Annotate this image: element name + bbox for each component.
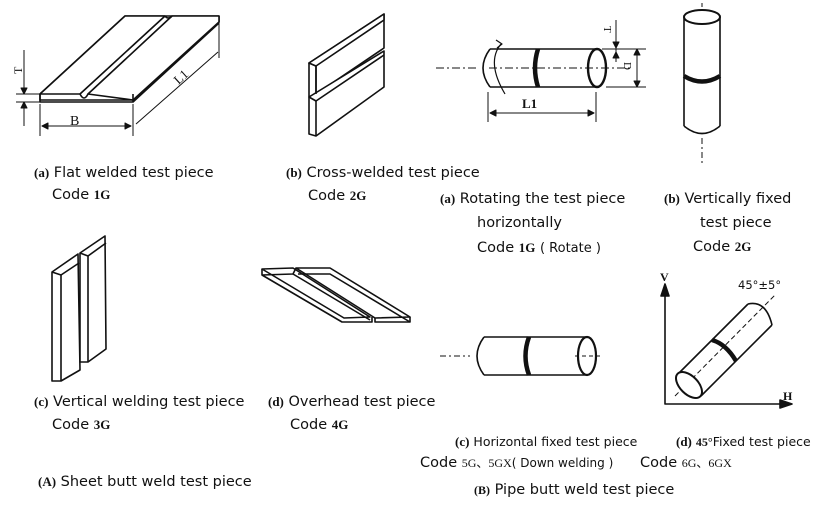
flat-welded-plate-drawing — [16, 16, 219, 136]
caption-sheet-a: (a) Flat welded test piece — [34, 164, 214, 182]
caption-tag: (d) — [268, 394, 284, 409]
caption-label: Fixed test piece — [712, 434, 811, 449]
code-prefix: Code — [52, 187, 90, 203]
code-pipe-b: Code 2G — [693, 238, 751, 256]
45deg-fixed-pipe-drawing — [661, 284, 792, 408]
code-value: 2G — [734, 239, 752, 254]
caption-label: Cross-welded test piece — [306, 165, 480, 181]
caption-label: Rotating the test piece — [459, 191, 626, 207]
overhead-plate-drawing — [262, 268, 410, 322]
code-value: 1G — [93, 187, 111, 202]
code-prefix: Code — [308, 188, 346, 204]
code-value: 2G — [349, 188, 367, 203]
caption-label: Vertical welding test piece — [53, 394, 245, 410]
caption-sheet-b: (b) Cross-welded test piece — [286, 164, 480, 182]
code-value: 6G、6GX — [681, 456, 732, 470]
code-prefix: Code — [477, 240, 515, 256]
code-prefix: Code — [640, 455, 678, 471]
horizontal-fixed-pipe-drawing — [440, 337, 600, 375]
caption-label: Overhead test piece — [288, 394, 436, 410]
code-suffix: ( Rotate ) — [539, 241, 601, 256]
sheet-section-title: (A) Sheet butt weld test piece — [38, 473, 252, 491]
axis-label-h: H — [783, 389, 793, 403]
caption-pipe-b-line2: test piece — [700, 215, 772, 231]
code-sheet-c: Code 3G — [52, 416, 110, 434]
pipe-dim-label-T: T — [601, 26, 613, 33]
caption-pipe-a: (a) Rotating the test piece — [440, 190, 625, 208]
code-pipe-a: Code 1G ( Rotate ) — [477, 239, 601, 258]
caption-pipe-c: (c) Horizontal fixed test piece — [455, 433, 637, 451]
pipe-section-title: (B) Pipe butt weld test piece — [474, 481, 674, 499]
code-pipe-c: Code 5G、5GX( Down welding ) — [420, 454, 613, 472]
caption-tag: (b) — [286, 165, 302, 180]
angle-label: 45°±5° — [738, 278, 781, 292]
code-pipe-d: Code 6G、6GX — [640, 454, 732, 472]
code-value: 1G — [518, 240, 536, 255]
caption-sheet-c: (c) Vertical welding test piece — [34, 393, 244, 411]
caption-label: Horizontal fixed test piece — [473, 434, 638, 449]
section-tag: (B) — [474, 483, 490, 497]
section-title: Pipe butt weld test piece — [494, 482, 675, 498]
caption-tag: (a) — [34, 165, 50, 180]
section-tag: (A) — [38, 474, 57, 489]
caption-tag: (a) — [440, 191, 456, 206]
code-prefix: Code — [52, 417, 90, 433]
caption-label: Flat welded test piece — [53, 165, 214, 181]
caption-label: Vertically fixed — [684, 191, 792, 207]
code-value: 3G — [93, 417, 111, 432]
vertical-fixed-pipe-drawing — [684, 3, 720, 166]
caption-tag: (d) — [676, 434, 692, 449]
dim-label-T: T — [11, 66, 25, 74]
caption-tag: (c) — [455, 434, 470, 449]
code-value: 5G、5GX — [461, 456, 512, 470]
caption-pipe-a-line2: horizontally — [477, 215, 562, 231]
pipe-dim-label-D: D — [621, 62, 633, 70]
code-prefix: Code — [290, 417, 328, 433]
caption-tag: (c) — [34, 394, 49, 409]
caption-pipe-d: (d) 45°Fixed test piece — [676, 433, 811, 451]
code-sheet-a: Code 1G — [52, 186, 110, 204]
caption-angle: 45° — [695, 435, 713, 449]
code-sheet-b: Code 2G — [308, 187, 366, 205]
section-title: Sheet butt weld test piece — [60, 474, 252, 490]
vertical-plate-drawing — [52, 236, 106, 381]
dim-label-B: B — [70, 114, 79, 129]
code-value: 4G — [331, 417, 349, 432]
code-suffix: ( Down welding ) — [511, 456, 614, 470]
pipe-dim-label-L1: L1 — [522, 96, 537, 111]
caption-sheet-d: (d) Overhead test piece — [268, 393, 435, 411]
code-prefix: Code — [420, 455, 458, 471]
caption-pipe-b: (b) Vertically fixed — [664, 190, 791, 208]
rotating-pipe-drawing — [436, 20, 646, 122]
code-prefix: Code — [693, 239, 731, 255]
caption-tag: (b) — [664, 191, 680, 206]
dim-label-L1: L1 — [170, 66, 191, 87]
cross-welded-plate-drawing — [309, 14, 384, 136]
axis-label-v: V — [660, 270, 669, 284]
code-sheet-d: Code 4G — [290, 416, 348, 434]
